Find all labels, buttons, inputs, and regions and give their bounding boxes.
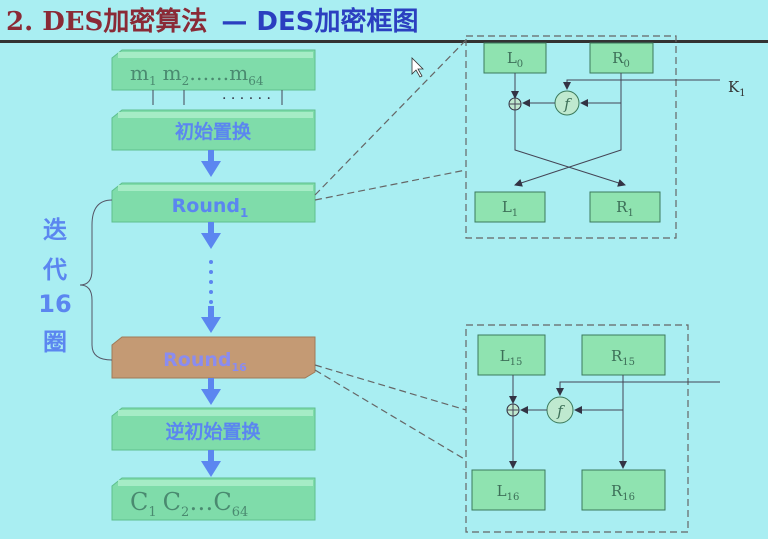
inverse-permutation-box: 逆初始置换 (111, 407, 316, 451)
slide-title: 2. DES加密算法— DES加密框图 (6, 6, 418, 37)
iteration-brace (79, 199, 113, 361)
flow-arrows (201, 150, 221, 477)
svg-text:迭: 迭 (43, 216, 67, 244)
svg-text:R1: R1 (616, 198, 634, 219)
round1-box: Round1 (111, 182, 316, 223)
svg-text:16: 16 (38, 290, 71, 318)
round-detail-top: L0 R0 f K1 L1 R1 (465, 35, 746, 239)
svg-text:Round16: Round16 (163, 349, 247, 374)
svg-text:初始置换: 初始置换 (175, 120, 252, 143)
svg-text:f: f (563, 95, 572, 113)
svg-text:L16: L16 (497, 482, 520, 503)
svg-text:L1: L1 (502, 198, 518, 219)
svg-text:K1: K1 (728, 78, 746, 99)
mouse-cursor-icon (411, 57, 424, 78)
initial-permutation-box: 初始置换 (111, 109, 316, 151)
svg-text:· · · · · ·: · · · · · · (222, 91, 271, 107)
svg-text:Round1: Round1 (172, 195, 249, 220)
title-divider (0, 40, 768, 43)
iteration-label: 迭 代 16 圈 (38, 216, 71, 356)
round16-box: Round16 (111, 336, 316, 379)
svg-text:L15: L15 (500, 347, 523, 368)
svg-text:R0: R0 (612, 49, 630, 70)
svg-text:代: 代 (42, 256, 67, 284)
round-detail-bottom: L15 R15 f L16 R16 (465, 324, 720, 533)
svg-text:圈: 圈 (43, 328, 67, 356)
svg-text:R16: R16 (611, 482, 635, 503)
svg-text:f: f (556, 402, 565, 420)
zoom-connectors (314, 39, 467, 461)
svg-text:L0: L0 (507, 49, 523, 70)
svg-text:逆初始置换: 逆初始置换 (165, 420, 261, 443)
svg-text:R15: R15 (611, 347, 635, 368)
